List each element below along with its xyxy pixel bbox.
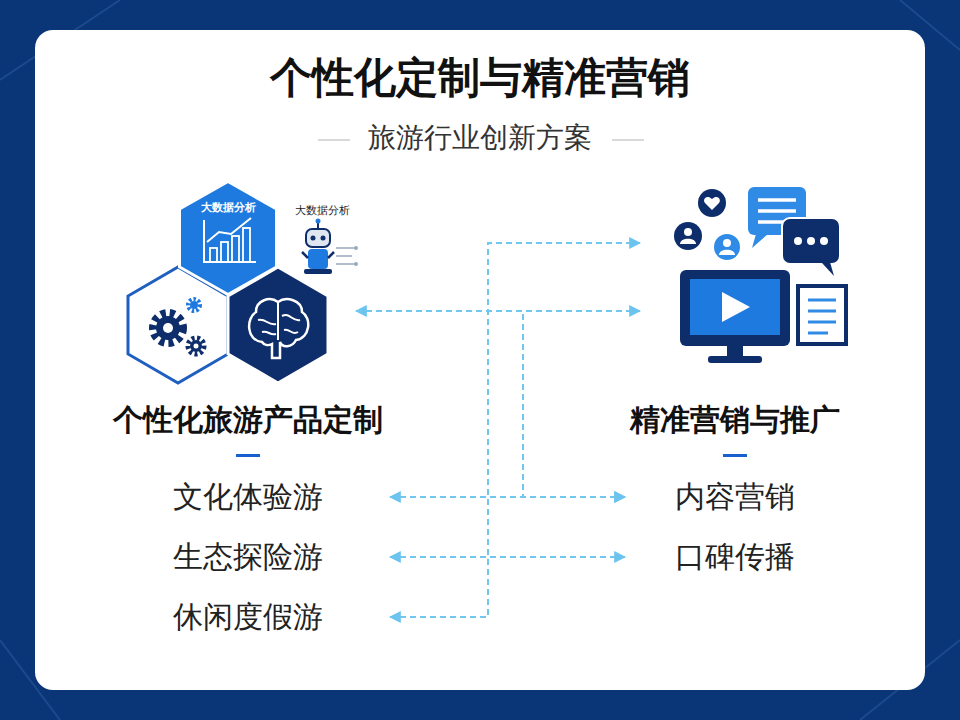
panel-group: 个性化旅游产品定制大数据分析 [140, 180, 356, 440]
circuit-line [336, 248, 356, 264]
bubble-dot [820, 237, 828, 245]
gear-body [190, 301, 198, 309]
robot-antenna [317, 222, 319, 229]
gear-hole [194, 344, 199, 349]
monitor-screen [690, 279, 780, 335]
item-text: 文化体验游 [46, 477, 450, 517]
robot-antenna-tip [316, 219, 321, 224]
gear-teeth [188, 299, 200, 311]
speech-bubble [782, 218, 840, 264]
circuit-dot [354, 246, 358, 250]
dashed-connector [390, 556, 625, 558]
service-item: 口碑传播 [625, 537, 845, 577]
robot-base [304, 269, 332, 274]
diagram-title: 个性化定制与精准营销 [0, 52, 960, 104]
service-item: 文化体验游 [106, 477, 390, 517]
document-line [808, 300, 836, 333]
dashed-connector [390, 496, 625, 498]
person-head [723, 239, 731, 247]
service-item: 生态探险游 [106, 537, 390, 577]
gear-hole [163, 323, 173, 333]
monitor-frame [680, 270, 790, 346]
person-body [680, 239, 696, 244]
subtitle: 旅游行业创新方案 [0, 120, 960, 156]
panel-heading: 个性化旅游产品定制 [80, 402, 416, 438]
speech-bubble-tail [822, 262, 834, 276]
dashed-connector [390, 243, 640, 617]
brain-outline [249, 299, 308, 358]
heading-dash [236, 454, 260, 457]
person-head [684, 228, 692, 236]
play-icon [722, 292, 750, 322]
brain-fold [258, 302, 300, 340]
hexagon-shape [178, 180, 278, 296]
dashed-connector [356, 311, 625, 497]
chart-axis [204, 220, 256, 262]
item-text: 内容营销 [565, 477, 905, 517]
bubble-text-line [758, 200, 796, 222]
chart-bar [243, 228, 250, 262]
robot-arm [302, 252, 308, 258]
service-item: 内容营销 [625, 477, 845, 517]
speech-bubble-tail [752, 234, 768, 248]
gear-body [156, 316, 180, 340]
bubble-dot [807, 237, 815, 245]
heart-bubble [698, 189, 726, 217]
gear-teeth [188, 338, 204, 354]
bubble-dot [794, 237, 802, 245]
person-bubble [674, 222, 702, 250]
heart-icon [704, 197, 720, 210]
icon-caption: 大数据分析 [282, 204, 362, 218]
person-body [719, 250, 735, 255]
person-bubble [714, 234, 740, 260]
item-text: 口碑传播 [565, 537, 905, 577]
robot-eye [321, 236, 326, 241]
panel-heading: 精准营销与推广 [580, 402, 890, 438]
subtitle-rule [318, 139, 350, 141]
monitor-base [708, 356, 762, 363]
panel-group: 精准营销与推广 [640, 180, 830, 440]
document-icon [798, 286, 846, 344]
chart-bar [210, 248, 217, 262]
robot-head [306, 229, 330, 247]
monitor-neck [727, 346, 743, 357]
robot-body [308, 249, 328, 269]
dashed-connector [356, 310, 640, 312]
item-text: 生态探险游 [46, 537, 450, 577]
chart-trend [207, 218, 251, 242]
robot-eye [311, 236, 316, 241]
hexagon-fill [180, 182, 277, 295]
circuit-dot [354, 262, 358, 266]
service-item: 休闲度假游 [106, 597, 390, 637]
item-text: 休闲度假游 [46, 597, 450, 637]
gear-teeth [153, 313, 183, 343]
subtitle-rule [612, 139, 644, 141]
chart-bar [221, 242, 228, 262]
gear-body [190, 340, 202, 352]
robot-arm [328, 252, 334, 258]
hexagon-node: 大数据分析 [178, 180, 278, 296]
heading-dash [723, 454, 747, 457]
chart-bar [232, 236, 239, 262]
speech-bubble [748, 187, 806, 235]
